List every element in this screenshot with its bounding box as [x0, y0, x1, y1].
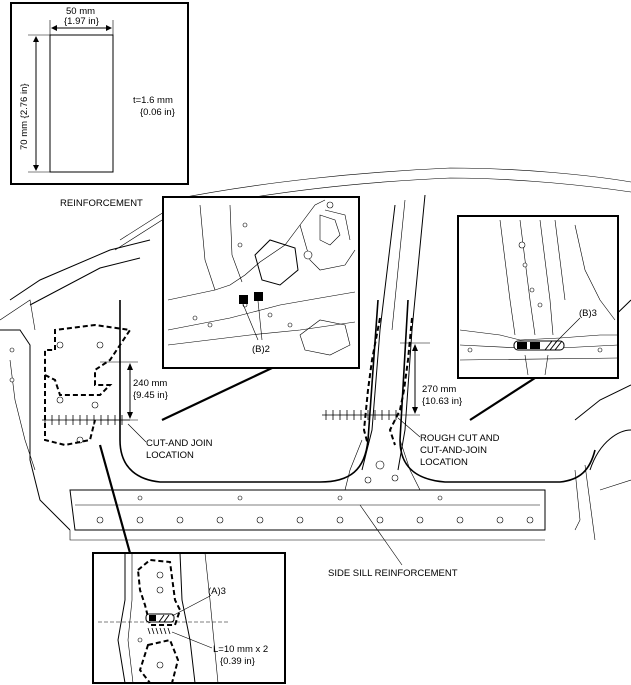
callout-b2: (B)2 — [252, 344, 270, 355]
thickness-in: {0.06 in} — [140, 107, 175, 118]
width-mm: 50 mm — [66, 6, 95, 17]
detail-box-b3: (B)3 — [457, 215, 619, 379]
callout-a3: (A)3 — [208, 586, 226, 597]
dimension-270mm: 270 mm {10.63 in} — [400, 342, 462, 416]
callout-b3: (B)3 — [579, 308, 597, 319]
rough-cut-label-line1: ROUGH CUT AND — [420, 433, 500, 444]
reinforcement-caption: REINFORCEMENT — [60, 198, 143, 209]
rear-length-mm: 270 mm — [422, 384, 456, 395]
weld-length-in: {0.39 in} — [220, 656, 255, 667]
side-sill-label: SIDE SILL REINFORCEMENT — [328, 568, 458, 579]
front-length-mm: 240 mm — [133, 378, 167, 389]
dimension-240mm: 240 mm {9.45 in} — [100, 361, 168, 421]
rough-cut-label-line3: LOCATION — [420, 457, 468, 468]
cut-outline-pillar — [362, 317, 413, 446]
cut-join-label-line2: LOCATION — [146, 450, 194, 461]
width-in: {1.97 in} — [64, 16, 99, 27]
rough-cut-label-line2: CUT-AND-JOIN — [420, 445, 487, 456]
leader-bottom-detail — [98, 444, 132, 554]
cut-join-label-line1: CUT-AND JOIN — [146, 438, 213, 449]
detail-box-b2: (B)2 — [162, 196, 360, 369]
rear-length-in: {10.63 in} — [422, 396, 462, 407]
weld-length-mm: L=10 mm x 2 — [213, 644, 268, 655]
cut-line-pillar — [322, 410, 400, 420]
leader-top-detail — [161, 367, 273, 421]
detail-box-a3: (A)3 L=10 mm x 2 {0.39 in} — [92, 552, 286, 684]
leader-right-detail — [469, 377, 536, 421]
height-mm-in: 70 mm {2.76 in} — [19, 83, 30, 150]
sill-holes — [96, 495, 534, 524]
reinforcement-detail-box: 50 mm {1.97 in} 70 mm {2.76 in} t=1.6 mm… — [10, 2, 189, 185]
thickness-mm: t=1.6 mm — [133, 95, 173, 106]
car-body — [0, 167, 631, 541]
front-length-in: {9.45 in} — [133, 390, 168, 401]
